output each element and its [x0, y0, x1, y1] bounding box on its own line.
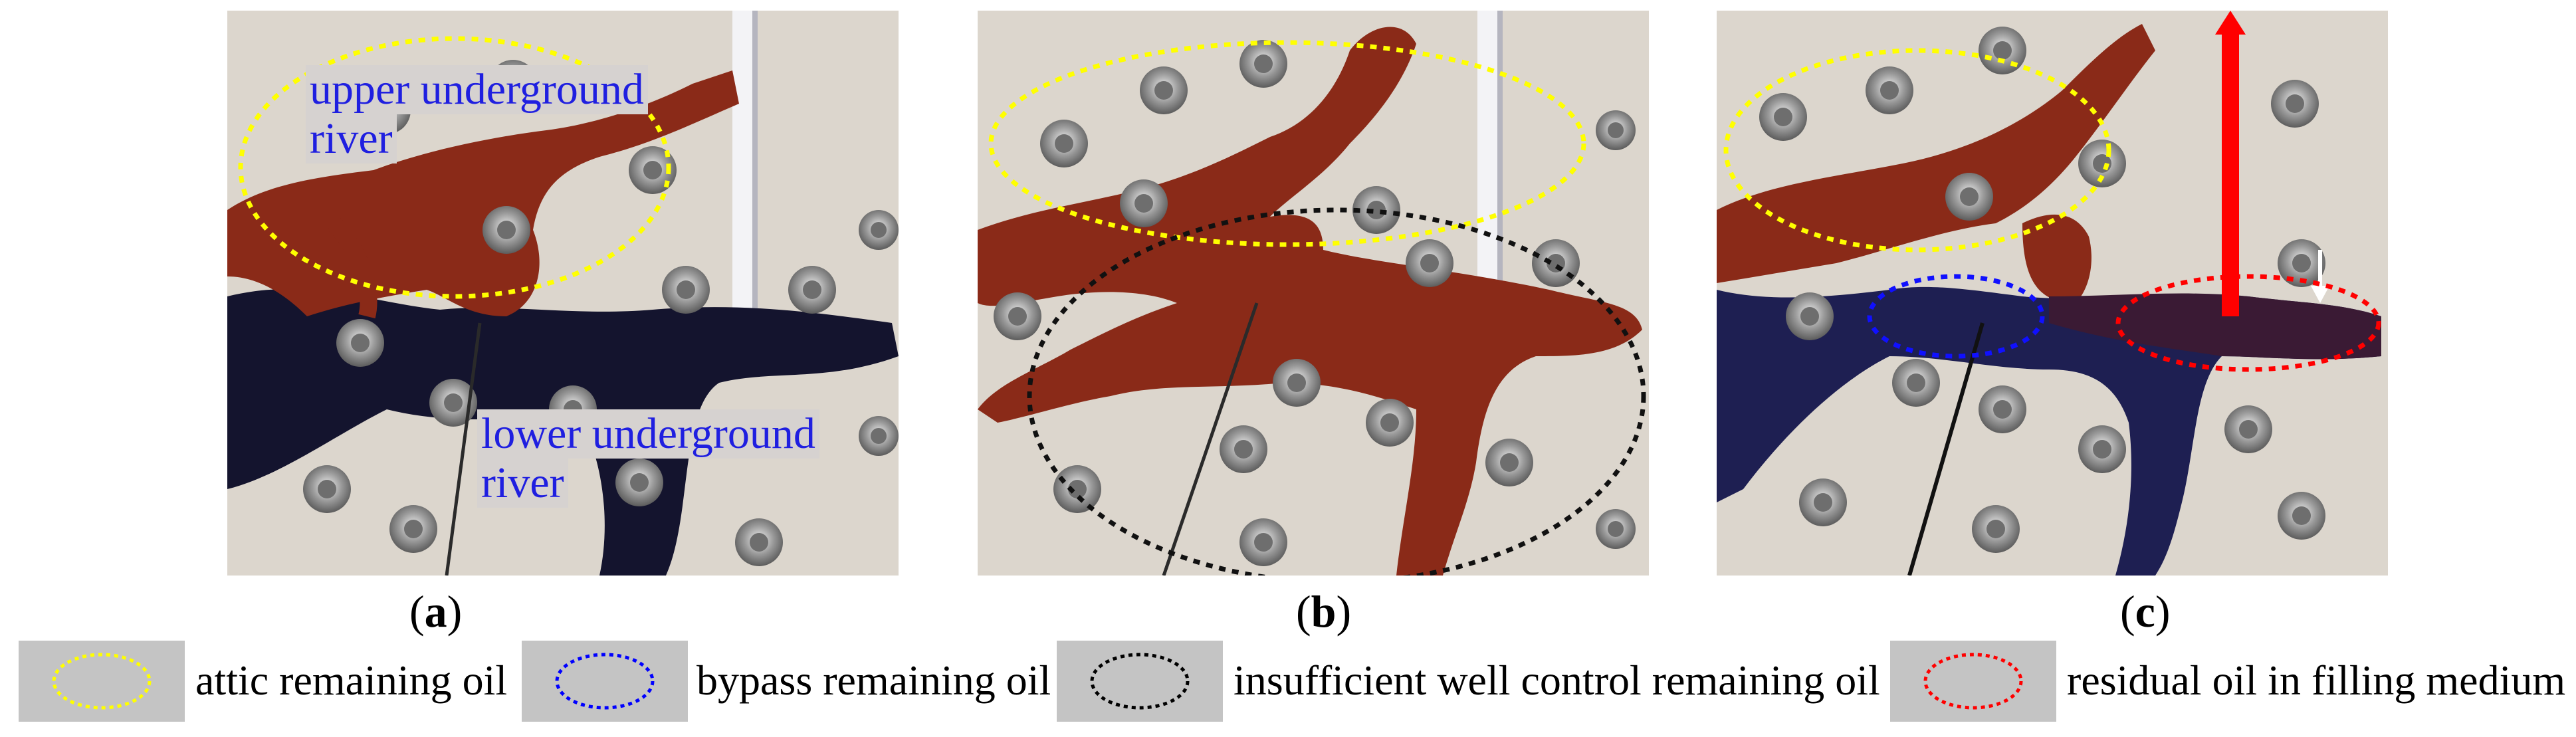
red-dotted-ellipse-icon [1890, 641, 2056, 722]
legend-label-filling-medium: residual oil in filling medium [2067, 657, 2566, 704]
red-arrow-shaft [2222, 31, 2239, 316]
attic-oil-ellipse [238, 36, 671, 299]
lower-river-label: lower underground river [477, 409, 819, 508]
blue-dotted-ellipse-icon [522, 641, 688, 722]
photo-panel-b [978, 11, 1649, 576]
yellow-dotted-ellipse-icon [19, 641, 185, 722]
photo-panel-a: upper underground river lower undergroun… [227, 11, 899, 576]
well-control-oil-ellipse [1027, 207, 1646, 576]
panel-caption-a: (a) [409, 586, 463, 637]
legend-label-well-control: insufficient well control remaining oil [1234, 657, 1880, 704]
legend-label-attic: attic remaining oil [195, 657, 508, 704]
filling-medium-oil-ellipse [2115, 274, 2381, 372]
legend: attic remaining oil bypass remaining oil… [0, 641, 2576, 727]
attic-oil-ellipse [1723, 48, 2111, 253]
panel-caption-b: (b) [1296, 586, 1352, 637]
experiment-photo-b [978, 11, 1649, 576]
white-arrow-icon [2311, 286, 2329, 303]
experiment-photo-c [1717, 11, 2388, 576]
red-arrow-head-icon [2215, 11, 2246, 35]
legend-label-bypass: bypass remaining oil [697, 657, 1051, 704]
panel-caption-c: (c) [2120, 586, 2171, 637]
photo-panel-c [1717, 11, 2388, 576]
bypass-oil-ellipse [1867, 274, 2045, 359]
black-dotted-ellipse-icon [1057, 641, 1223, 722]
upper-river-label: upper underground river [306, 65, 648, 163]
attic-oil-ellipse [988, 40, 1586, 247]
